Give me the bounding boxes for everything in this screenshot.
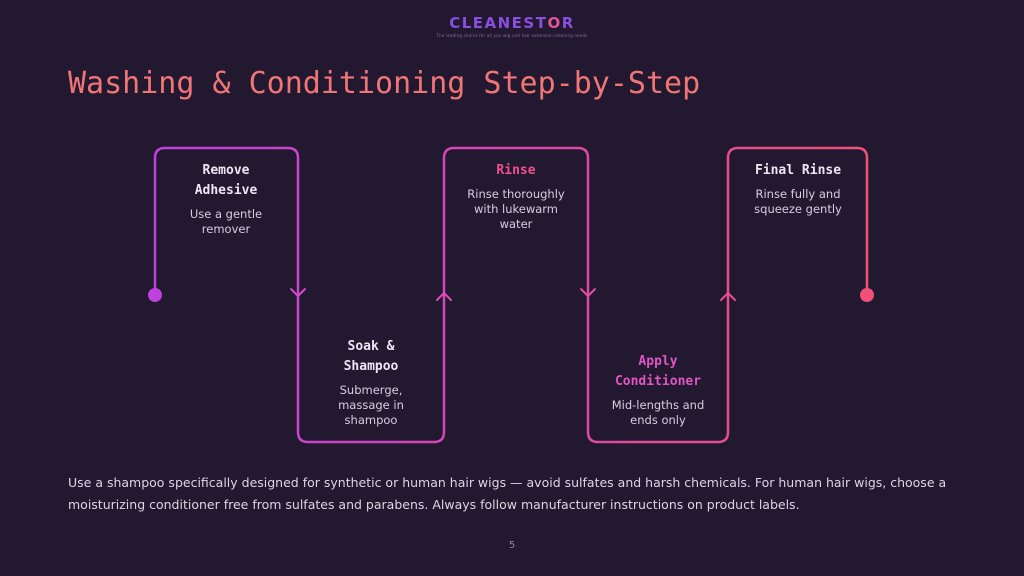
flow-end-dot bbox=[860, 288, 874, 302]
arrow-down-icon bbox=[580, 288, 596, 297]
flow-start-dot bbox=[148, 288, 162, 302]
step-final-rinse: Final Rinse Rinse fully and squeeze gent… bbox=[728, 161, 868, 217]
step-soak-shampoo: Soak & Shampoo Submerge, massage in sham… bbox=[301, 337, 441, 428]
brand-logo: CLEANESTOR The leading choice for all yo… bbox=[0, 14, 1024, 38]
page-title: Washing & Conditioning Step-by-Step bbox=[68, 66, 701, 101]
logo-star-letter: O bbox=[547, 14, 562, 32]
flow-path bbox=[153, 146, 869, 444]
step-title: Apply Conditioner bbox=[614, 354, 702, 389]
arrow-up-icon bbox=[720, 292, 736, 301]
arrow-down-icon bbox=[290, 288, 306, 297]
page-number: 5 bbox=[508, 540, 516, 551]
step-title: Remove Adhesive bbox=[194, 163, 258, 198]
step-description: Mid-lengths and ends only bbox=[611, 398, 705, 427]
arrow-up-icon bbox=[436, 292, 452, 301]
step-description: Use a gentle remover bbox=[189, 207, 263, 236]
logo-tagline: The leading choice for all you wig and h… bbox=[436, 33, 588, 38]
step-apply-conditioner: Apply Conditioner Mid-lengths and ends o… bbox=[588, 352, 728, 428]
step-rinse: Rinse Rinse thoroughly with lukewarm wat… bbox=[446, 161, 586, 232]
step-remove-adhesive: Remove Adhesive Use a gentle remover bbox=[156, 161, 296, 237]
logo-wordmark: CLEANESTOR bbox=[449, 14, 575, 32]
step-description: Submerge, massage in shampoo bbox=[338, 383, 404, 427]
step-description: Rinse fully and squeeze gently bbox=[754, 187, 842, 216]
step-title: Final Rinse bbox=[754, 163, 842, 178]
step-title: Soak & Shampoo bbox=[343, 339, 399, 374]
step-title: Rinse bbox=[496, 163, 536, 178]
step-description: Rinse thoroughly with lukewarm water bbox=[467, 187, 565, 231]
footnote-text: Use a shampoo specifically designed for … bbox=[68, 475, 947, 512]
